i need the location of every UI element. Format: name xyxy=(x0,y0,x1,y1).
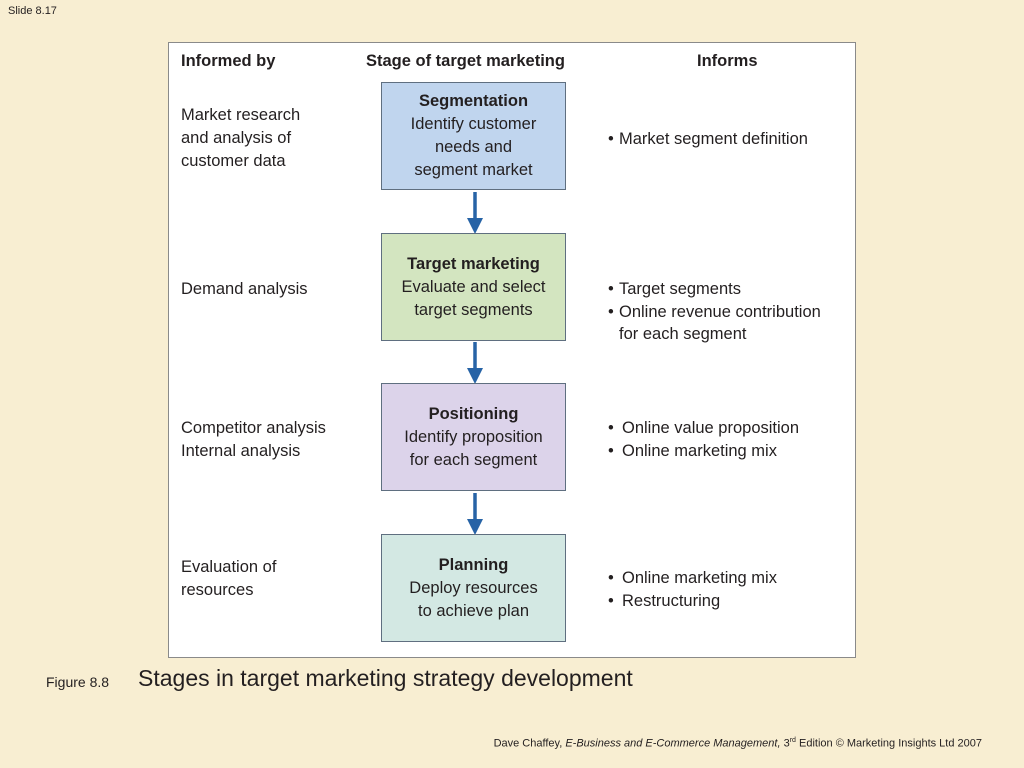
flow-arrow-2 xyxy=(467,342,483,384)
stage-line: Deploy resources xyxy=(409,578,538,597)
informs-segmentation: Market segment definition xyxy=(608,128,808,151)
informs-item: Target segments xyxy=(608,278,821,301)
informed-by-target-marketing: Demand analysis xyxy=(181,278,308,301)
flow-arrow-1 xyxy=(467,192,483,234)
header-informed-by: Informed by xyxy=(181,52,276,70)
stage-line: for each segment xyxy=(409,450,538,469)
informs-item: Online value proposition xyxy=(608,417,799,440)
informs-item: Online marketing mix xyxy=(608,567,777,590)
informed-by-segmentation: Market research and analysis of customer… xyxy=(181,104,300,173)
informed-by-line: Internal analysis xyxy=(181,442,301,460)
stage-title: Planning xyxy=(438,555,509,574)
header-stage: Stage of target marketing xyxy=(366,52,565,70)
stage-line: target segments xyxy=(414,300,533,319)
informed-by-line: and analysis of xyxy=(181,129,292,147)
informs-positioning: Online value proposition Online marketin… xyxy=(608,417,799,462)
informs-item-continuation: for each segment xyxy=(608,323,821,346)
informed-by-line: Demand analysis xyxy=(181,280,308,298)
informed-by-line: Evaluation of xyxy=(181,558,277,576)
stage-line: Identify customer xyxy=(410,115,537,133)
informed-by-planning: Evaluation of resources xyxy=(181,556,276,602)
informs-item: Online revenue contribution xyxy=(608,301,821,324)
informed-by-line: resources xyxy=(181,581,254,599)
informed-by-line: Competitor analysis xyxy=(181,419,326,437)
flow-arrow-3 xyxy=(467,493,483,535)
informed-by-positioning: Competitor analysis Internal analysis xyxy=(181,417,326,463)
footer-book: E-Business and E-Commerce Management, xyxy=(565,737,781,750)
footer-edition-sup: rd xyxy=(789,737,796,744)
informs-item: Market segment definition xyxy=(608,128,808,151)
figure-label: Figure 8.8 xyxy=(46,674,110,690)
stage-title: Target marketing xyxy=(407,254,540,273)
stage-line: to achieve plan xyxy=(418,601,529,620)
informed-by-line: customer data xyxy=(181,152,286,170)
informs-item: Restructuring xyxy=(608,590,777,613)
footer-edition-rest: Edition © Marketing Insights Ltd 2007 xyxy=(795,737,982,750)
figure-title: Stages in target marketing strategy deve… xyxy=(138,665,633,691)
header-informs: Informs xyxy=(697,52,758,70)
stage-title: Segmentation xyxy=(418,92,529,110)
stage-title: Positioning xyxy=(428,404,519,423)
stage-box-target-marketing: Target marketing Evaluate and select tar… xyxy=(381,233,566,341)
informs-item: Online marketing mix xyxy=(608,440,799,463)
informs-text: for each segment xyxy=(619,325,747,343)
informs-target-marketing: Target segments Online revenue contribut… xyxy=(608,278,821,346)
stage-box-segmentation: Segmentation Identify customer needs and… xyxy=(381,82,566,190)
informs-planning: Online marketing mix Restructuring xyxy=(608,567,777,612)
stage-line: segment market xyxy=(414,161,533,179)
stage-line: Identify proposition xyxy=(404,427,543,446)
footer-edition-num: 3 xyxy=(780,737,790,750)
stage-line: Evaluate and select xyxy=(401,277,546,296)
stage-line: needs and xyxy=(434,138,513,156)
slide-number: Slide 8.17 xyxy=(8,5,57,17)
stage-box-positioning: Positioning Identify proposition for eac… xyxy=(381,383,566,491)
footer-author: Dave Chaffey, xyxy=(493,737,566,750)
footer-citation: Dave Chaffey, E-Business and E-Commerce … xyxy=(494,737,982,750)
informed-by-line: Market research xyxy=(181,106,301,124)
stage-box-planning: Planning Deploy resources to achieve pla… xyxy=(381,534,566,642)
